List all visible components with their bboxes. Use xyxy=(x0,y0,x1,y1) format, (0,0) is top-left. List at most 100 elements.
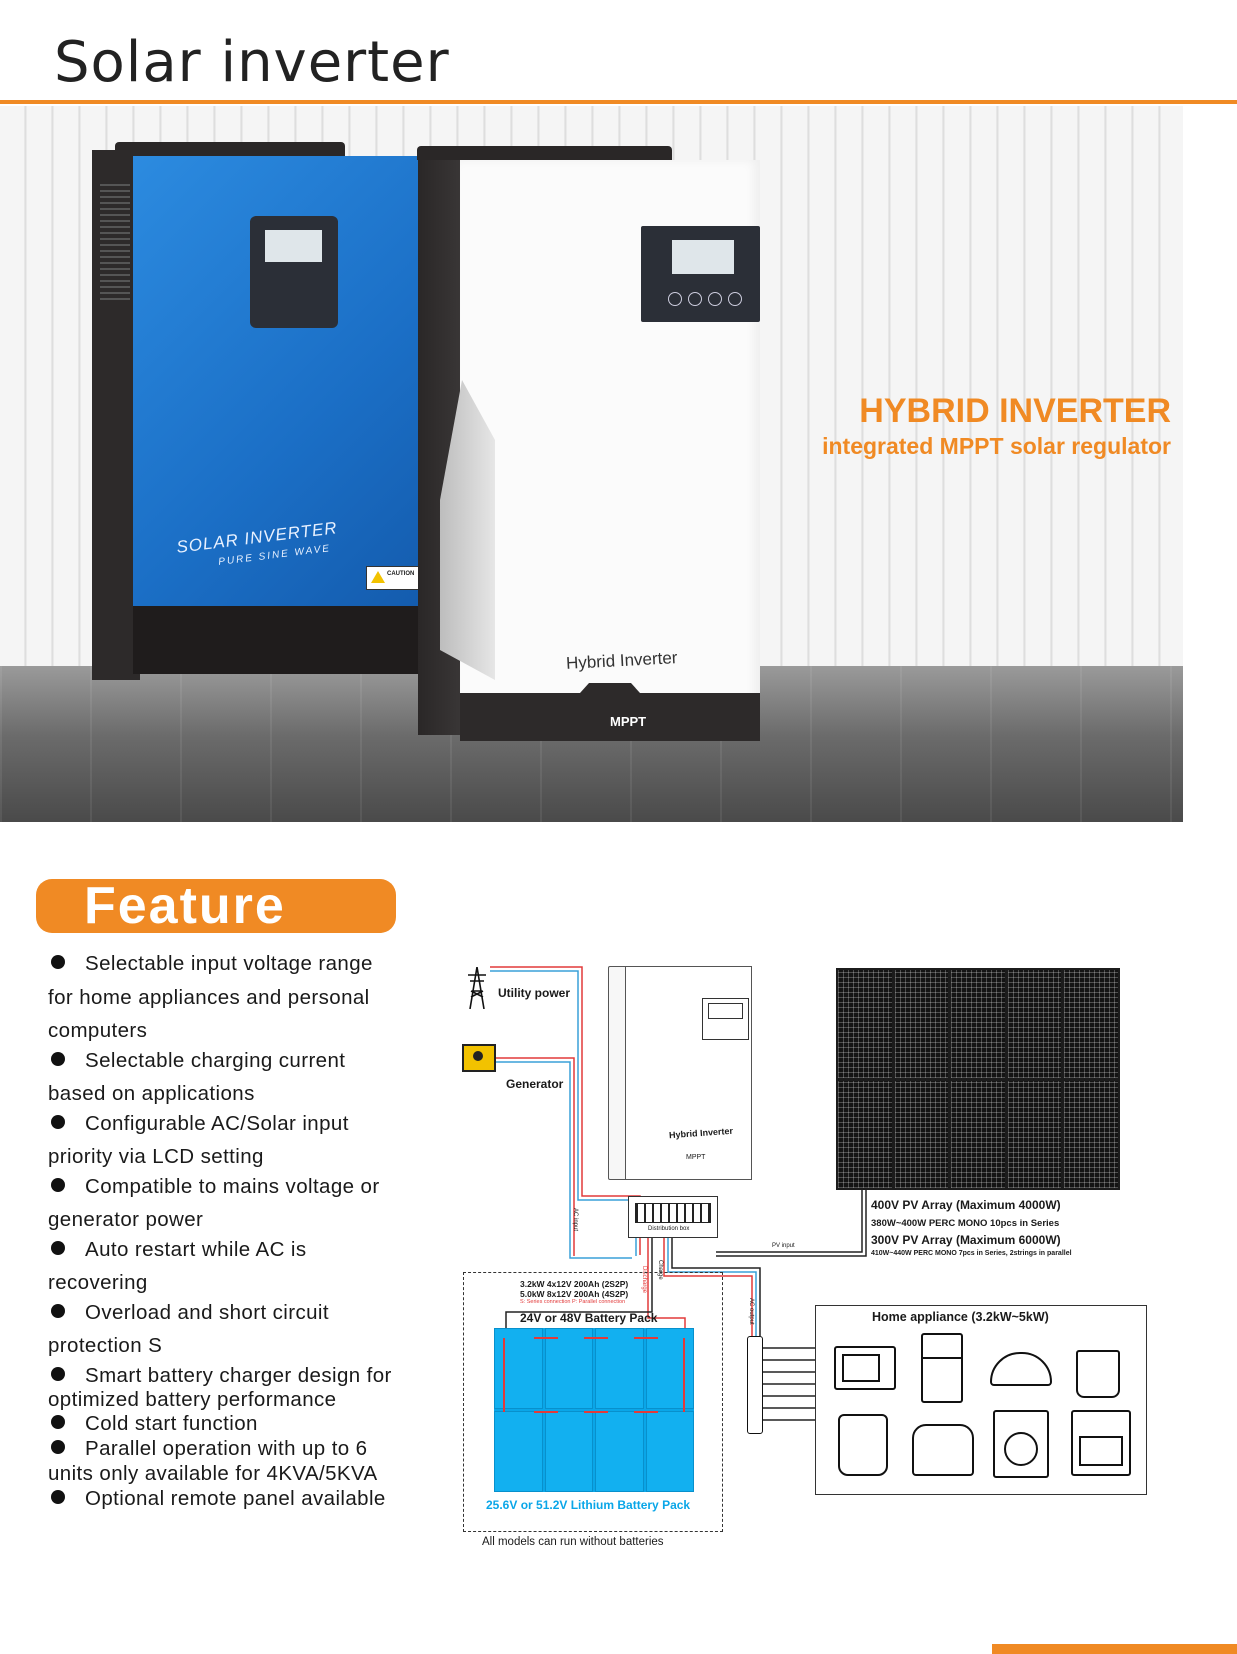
feature-item-cont: optimized battery performance xyxy=(48,1388,337,1411)
pv-input-label: PV input xyxy=(772,1243,795,1249)
solar-panel xyxy=(838,970,892,1078)
white-inverter-lcd-icon xyxy=(672,240,734,274)
white-inverter-base xyxy=(460,693,760,741)
footer-accent-bar xyxy=(992,1644,1237,1654)
title-divider xyxy=(0,100,1237,104)
blue-inverter-mount xyxy=(115,142,345,156)
battery-cell xyxy=(595,1328,644,1409)
blue-inverter-side-vent xyxy=(92,150,140,680)
solar-panel xyxy=(894,970,949,1078)
battery-dashed-box xyxy=(463,1272,723,1532)
solar-panel xyxy=(951,1080,1005,1188)
home-appliance-label: Home appliance (3.2kW~5kW) xyxy=(872,1310,1049,1324)
feature-item-cont: based on applications xyxy=(48,1082,255,1105)
washing-machine-icon xyxy=(993,1410,1049,1478)
refrigerator-icon xyxy=(921,1333,963,1403)
feature-item: Configurable AC/Solar input xyxy=(48,1109,448,1139)
blue-inverter-lcd-icon xyxy=(265,230,322,262)
utility-tower-icon xyxy=(468,967,486,1009)
battery-cell xyxy=(544,1411,593,1492)
distribution-box-icon xyxy=(628,1196,718,1238)
lithium-pack-label: 25.6V or 51.2V Lithium Battery Pack xyxy=(486,1498,691,1512)
feature-item-cont: recovering xyxy=(48,1271,148,1294)
enter-button-icon xyxy=(728,292,742,306)
battery-cell xyxy=(645,1411,694,1492)
white-inverter-buttons xyxy=(668,292,742,306)
solar-panel xyxy=(1007,1080,1062,1188)
utility-power-label: Utility power xyxy=(498,986,571,1000)
white-inverter-mount xyxy=(417,146,672,160)
home-appliance-box xyxy=(815,1305,1147,1495)
bullet-icon xyxy=(51,1415,65,1429)
bullet-icon xyxy=(51,955,65,969)
bullet-icon xyxy=(51,1114,65,1129)
battery-cell xyxy=(494,1411,543,1492)
feature-item: Compatible to mains voltage or xyxy=(48,1172,448,1202)
microwave-icon xyxy=(834,1346,896,1390)
feature-item-cont: for home appliances and personal xyxy=(48,985,370,1009)
bullet-icon xyxy=(51,1440,65,1454)
bullet-icon xyxy=(51,1051,65,1066)
battery-cell xyxy=(494,1328,543,1409)
power-button-icon xyxy=(668,292,682,306)
hero-headline: HYBRID INVERTER xyxy=(859,392,1171,430)
feature-item: Selectable charging current xyxy=(48,1046,448,1076)
feature-item: Auto restart while AC is xyxy=(48,1235,448,1265)
feature-title: Feature xyxy=(84,877,286,935)
bullet-icon xyxy=(51,1490,65,1504)
solar-panel xyxy=(951,970,1005,1078)
ac-output-label: AC output xyxy=(748,1298,754,1325)
feature-item: Cold start function xyxy=(48,1410,448,1438)
down-button-icon xyxy=(708,292,722,306)
bullet-icon xyxy=(51,1366,65,1381)
pv-array-2: 300V PV Array (Maximum 6000W) xyxy=(871,1233,1061,1247)
bullet-icon xyxy=(51,1240,65,1255)
bullet-icon xyxy=(51,1303,65,1318)
inverter-drawing-badge: MPPT xyxy=(686,1154,706,1161)
power-strip-icon xyxy=(747,1336,763,1434)
feature-item-cont: computers xyxy=(48,1019,148,1042)
generator-label: Generator xyxy=(506,1077,564,1091)
solar-panel xyxy=(1007,970,1062,1078)
battery-config-2: 5.0kW 8x12V 200Ah (4S2P) xyxy=(520,1289,629,1299)
pv-array-1-detail: 380W~400W PERC MONO 10pcs in Series xyxy=(871,1218,1060,1229)
battery-cell xyxy=(645,1328,694,1409)
distribution-box-label: Distribution box xyxy=(648,1226,690,1232)
feature-item: Smart battery charger design for xyxy=(48,1361,448,1391)
page-title: Solar inverter xyxy=(54,30,450,95)
ac-input-label: AC input xyxy=(572,1208,578,1232)
feature-item-cont: priority via LCD setting xyxy=(48,1145,264,1168)
solar-panel xyxy=(838,1080,892,1188)
feature-item-cont: protection S xyxy=(48,1334,163,1357)
feature-item: Selectable input voltage range xyxy=(48,949,448,979)
feature-list: Selectable input voltage range for home … xyxy=(48,949,448,1510)
caution-sticker-icon: CAUTION xyxy=(366,566,420,590)
feature-item-cont: generator power xyxy=(48,1208,204,1231)
inverter-lcd-icon xyxy=(702,998,749,1040)
feature-item: Parallel operation with up to 6 xyxy=(48,1438,448,1460)
pv-array-2-detail: 410W~440W PERC MONO 7pcs in Series, 2str… xyxy=(871,1250,1072,1257)
battery-pack-icon xyxy=(494,1328,694,1492)
cooker-icon xyxy=(1076,1350,1120,1398)
no-battery-note: All models can run without batteries xyxy=(482,1536,664,1548)
kettle-icon xyxy=(838,1414,888,1476)
stove-icon xyxy=(1071,1410,1131,1476)
hero-subheadline: integrated MPPT solar regulator xyxy=(822,433,1171,459)
battery-links xyxy=(503,1337,685,1413)
battery-cell xyxy=(595,1411,644,1492)
generator-icon xyxy=(462,1044,496,1072)
toaster-icon xyxy=(912,1424,974,1476)
pv-array-1: 400V PV Array (Maximum 4000W) xyxy=(871,1198,1061,1212)
battery-cell xyxy=(544,1328,593,1409)
bullet-icon xyxy=(51,1177,65,1192)
up-button-icon xyxy=(688,292,702,306)
caution-label: CAUTION xyxy=(387,571,415,577)
white-inverter-badge: MPPT xyxy=(610,714,647,729)
feature-item: Optional remote panel available xyxy=(48,1488,448,1510)
battery-config-note: S: Series connection P: Parallel connect… xyxy=(520,1299,626,1305)
feature-item: Overload and short circuit xyxy=(48,1298,448,1328)
battery-config-1: 3.2kW 4x12V 200Ah (2S2P) xyxy=(520,1279,629,1289)
hero-headline-block: HYBRID INVERTER integrated MPPT solar re… xyxy=(822,392,1171,460)
blue-inverter-base xyxy=(133,606,418,674)
solar-panel xyxy=(894,1080,949,1188)
